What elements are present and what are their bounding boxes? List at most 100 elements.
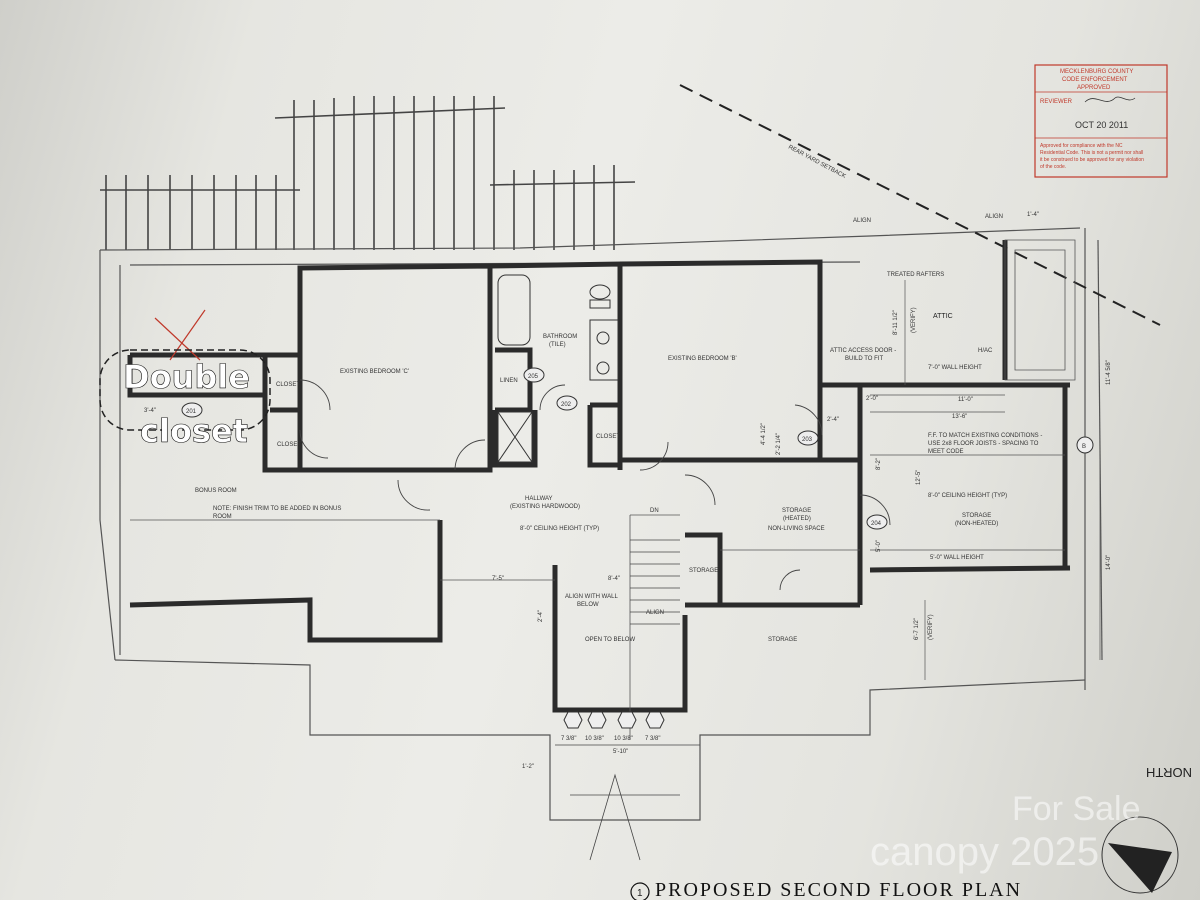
- dim-22: 10 3/8": [585, 736, 604, 742]
- bathroom-sub-label: (TILE): [549, 342, 566, 348]
- dim-23: 10 3/8": [614, 736, 633, 742]
- dim-14: 7'-5": [492, 576, 504, 582]
- tag-204: 204: [871, 521, 882, 527]
- dim-9: 12'-5": [916, 470, 922, 485]
- dim-16: 2'-4": [538, 610, 544, 622]
- closet-label-2: CLOSET: [277, 442, 301, 448]
- tag-202: 202: [561, 402, 572, 408]
- reviewer-signature: [1084, 96, 1136, 103]
- dim-20: 5'-10": [613, 749, 628, 755]
- grid-b: B: [1082, 444, 1086, 450]
- dim-7: 2'-2 1/4": [776, 433, 782, 455]
- dim-17: 1'-4": [1027, 212, 1039, 218]
- attic-access-label-1: ATTIC ACCESS DOOR -: [830, 348, 896, 354]
- dim-15: 8'-4": [608, 576, 620, 582]
- bonus-note-2: ROOM: [213, 514, 232, 520]
- align-wall-label-2: BELOW: [577, 602, 599, 608]
- dim-11b: (VERIFY): [928, 614, 934, 640]
- stamp-note-4: of the code.: [1040, 164, 1066, 170]
- tag-204-shape: [866, 514, 888, 530]
- red-markup: [154, 309, 206, 361]
- attic-label: ATTIC: [933, 313, 953, 320]
- walls: [127, 240, 1071, 713]
- approval-stamp: MECKLENBURG COUNTY CODE ENFORCEMENT APPR…: [1034, 64, 1168, 178]
- linen-label: LINEN: [500, 378, 518, 384]
- title-text: PROPOSED SECOND FLOOR PLAN: [655, 879, 1022, 900]
- north-arrow-icon: [1108, 843, 1172, 893]
- north-label: NORTH: [1146, 765, 1192, 780]
- stamp-note-1: Approved for compliance with the NC: [1040, 143, 1123, 149]
- dim-21: 7 3/8": [561, 736, 576, 742]
- ff-note-1: F.F. TO MATCH EXISTING CONDITIONS -: [928, 433, 1042, 439]
- down-label: DN: [650, 508, 659, 514]
- bedroom-c-label: EXISTING BEDROOM 'C': [340, 369, 409, 375]
- dim-19: 1'-2": [522, 764, 534, 770]
- tag-203-shape: [797, 430, 819, 446]
- stairs: [555, 539, 700, 861]
- wall-7-label: 7'-0" WALL HEIGHT: [928, 365, 982, 371]
- north-arrow: NORTH: [1101, 765, 1192, 894]
- attic-access-label-2: BUILD TO FIT: [845, 356, 883, 362]
- align-label-3: ALIGN: [985, 214, 1003, 220]
- grid-b-shape: [1076, 436, 1094, 454]
- bath-fixtures: [497, 274, 619, 463]
- align-wall-label-1: ALIGN WITH WALL: [565, 594, 618, 600]
- open-below-label: OPEN TO BELOW: [585, 637, 635, 643]
- stamp-note-2: Residential Code. This is not a permit n…: [1040, 150, 1143, 156]
- storage-heated-label: STORAGE: [782, 508, 811, 514]
- ff-note-2: USE 2x8 FLOOR JOISTS - SPACING TO: [928, 441, 1039, 447]
- tag-205-shape: [523, 367, 545, 383]
- drawing-title: 1 PROPOSED SECOND FLOOR PLAN: [630, 879, 1022, 900]
- stamp-dept: CODE ENFORCEMENT: [1062, 77, 1128, 83]
- align-label-2: ALIGN: [853, 218, 871, 224]
- storage-nonheated-sub-label: (NON-HEATED): [955, 521, 998, 527]
- bathroom-label: BATHROOM: [543, 334, 577, 340]
- tag-203: 203: [802, 437, 813, 443]
- dim-6: 4'-4 1/2": [761, 423, 767, 445]
- stamp-date: OCT 20 2011: [1075, 120, 1128, 130]
- dim-5: 2'-0": [866, 396, 878, 402]
- dim-13: 11'-4 5/8": [1106, 360, 1112, 385]
- dim-18: 3'-4": [144, 408, 156, 414]
- door-swings: [299, 379, 891, 591]
- dim-1: 8'-11 1/2": [893, 310, 899, 335]
- dim-24: 7 3/8": [645, 736, 660, 742]
- dim-3: 13'-6": [952, 414, 967, 420]
- dimension-labels: 8'-11 1/2" (VERIFY) 11'-0" 13'-6" 2'-4" …: [144, 212, 1112, 770]
- ff-note-3: MEET CODE: [928, 449, 964, 455]
- door-tags: [181, 367, 1094, 530]
- stamp-reviewer-label: REVIEWER: [1040, 99, 1073, 105]
- tag-201: 201: [186, 409, 197, 415]
- door-tag-labels: 201 202 203 204 205 B: [186, 374, 1086, 527]
- storage-heated-sub-label: (HEATED): [783, 516, 811, 522]
- watermark-line-2: canopy 2025: [870, 830, 1099, 874]
- tag-205: 205: [528, 374, 539, 380]
- double-closet-annotation: Double closet: [99, 349, 271, 450]
- bonus-room-label: BONUS ROOM: [195, 488, 237, 494]
- align-label-1: ALIGN: [646, 610, 664, 616]
- bonus-note-1: NOTE: FINISH TRIM TO BE ADDED IN BONUS: [213, 506, 341, 512]
- hvac-label: H/AC: [978, 348, 993, 354]
- annotation-line-1: Double: [123, 358, 250, 396]
- thin-lines: [130, 239, 1076, 740]
- tag-202-shape: [556, 395, 578, 411]
- dim-10: 5'-0": [876, 540, 882, 552]
- title-number: 1: [637, 888, 643, 899]
- stamp-agency: MECKLENBURG COUNTY: [1060, 69, 1133, 75]
- deck-railing: [100, 96, 636, 250]
- non-living-label: NON-LIVING SPACE: [768, 526, 825, 532]
- storage-nonheated-label: STORAGE: [962, 513, 991, 519]
- storage-ceiling-label: 8'-0" CEILING HEIGHT (TYP): [928, 493, 1007, 499]
- stamp-status: APPROVED: [1077, 85, 1111, 91]
- annotation-line-2: closet: [140, 412, 248, 450]
- storage-lower-label: STORAGE: [768, 637, 797, 643]
- bedroom-b-label: EXISTING BEDROOM 'B': [668, 356, 737, 362]
- column-markers: [563, 711, 665, 729]
- dim-4: 2'-4": [827, 417, 839, 423]
- hallway-sub-label: (EXISTING HARDWOOD): [510, 504, 580, 510]
- closet-label-3: CLOSET: [596, 434, 620, 440]
- room-labels: EXISTING BEDROOM 'C' EXISTING BEDROOM 'B…: [195, 214, 1042, 643]
- hallway-ceiling-label: 8'-0" CEILING HEIGHT (TYP): [520, 526, 599, 532]
